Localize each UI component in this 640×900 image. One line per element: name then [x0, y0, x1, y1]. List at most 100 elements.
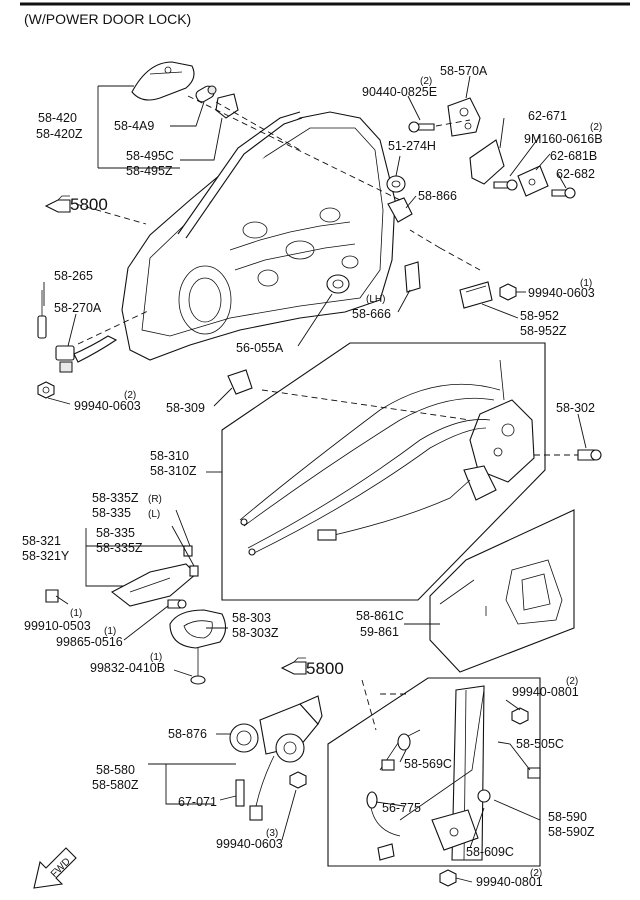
- latch-group-box: [221, 342, 546, 601]
- label-99910-0503: 99910-0503: [24, 619, 91, 633]
- label-58-335Z-r: 58-335Z: [92, 491, 139, 505]
- label-58-866: 58-866: [418, 189, 457, 203]
- screw-58-505C: [527, 767, 541, 779]
- label-58-335Z: 58-335Z: [96, 541, 143, 555]
- label-qty: (2): [420, 76, 432, 87]
- label-qty: (2): [124, 390, 136, 401]
- label-99940-0801: 99940-0801: [476, 875, 543, 889]
- label-qty: (2): [530, 868, 542, 879]
- label-56-775: 56-775: [382, 801, 421, 815]
- diagram-title: (W/POWER DOOR LOCK): [24, 11, 191, 27]
- door-latch: [463, 359, 535, 501]
- screw-58-302: [577, 449, 602, 461]
- striker: [447, 97, 481, 137]
- label-58-570A: 58-570A: [440, 64, 488, 78]
- label-58-335: 58-335: [96, 526, 135, 540]
- label-58-303: 58-303: [232, 611, 271, 625]
- nut-left: [37, 381, 55, 399]
- nut-99940-0801-top: [511, 707, 529, 725]
- label-58-420Z: 58-420Z: [36, 127, 83, 141]
- label-62-671: 62-671: [528, 109, 567, 123]
- label-58-952Z: 58-952Z: [520, 324, 567, 338]
- label-58-580: 58-580: [96, 763, 135, 777]
- label-qty: (1): [580, 278, 592, 289]
- label-58-265: 58-265: [54, 269, 93, 283]
- label-58-580Z: 58-580Z: [92, 778, 139, 792]
- label-58-495C: 58-495C: [126, 149, 174, 163]
- lock-rods: [239, 383, 501, 556]
- outer-handle: [131, 61, 195, 101]
- label-51-274H: 51-274H: [388, 139, 436, 153]
- window-regulator: [369, 685, 491, 861]
- door-panel: [121, 111, 396, 361]
- label-58-335-l: 58-335: [92, 506, 131, 520]
- handle-bracket: [215, 93, 239, 119]
- label-58-569C: 58-569C: [404, 757, 452, 771]
- label-58-876: 58-876: [168, 727, 207, 741]
- label-9M160-0616B: 9M160-0616B: [524, 132, 603, 146]
- label-58-321: 58-321: [22, 534, 61, 548]
- clip-67-071: [235, 779, 245, 807]
- label-99940-0603: 99940-0603: [74, 399, 141, 413]
- weatherstrip-58-952: [459, 281, 493, 309]
- regulator-cable-parts: [366, 733, 411, 861]
- label-58-321Y: 58-321Y: [22, 549, 70, 563]
- motor-wire: [249, 755, 275, 821]
- label-99940-0801: 99940-0801: [512, 685, 579, 699]
- forward-arrow: [33, 847, 77, 889]
- label-qty: (2): [590, 122, 602, 133]
- bolt-62-682: [551, 187, 576, 199]
- screw-99910: [45, 589, 59, 603]
- label-59-861: 59-861: [360, 625, 399, 639]
- label-58-666: 58-666: [352, 307, 391, 321]
- label-58-590Z: 58-590Z: [548, 825, 595, 839]
- label-58-270A: 58-270A: [54, 301, 102, 315]
- label-qty: (3): [266, 828, 278, 839]
- label-99832-0410B: 99832-0410B: [90, 661, 165, 675]
- nut-99940-0603-bottom: [289, 771, 307, 789]
- label-58-4A9: 58-4A9: [114, 119, 154, 133]
- screw-99865: [167, 599, 187, 609]
- label-58-952: 58-952: [520, 309, 559, 323]
- label-58-310Z: 58-310Z: [150, 464, 197, 478]
- label-qty: (2): [566, 676, 578, 687]
- stopper-62-681B: [517, 165, 549, 197]
- wiring-harness: [37, 290, 118, 373]
- label-qty: (1): [150, 652, 162, 663]
- label-58-495Z: 58-495Z: [126, 164, 173, 178]
- label-58-303Z: 58-303Z: [232, 626, 279, 640]
- label-58-302: 58-302: [556, 401, 595, 415]
- door-trim-panel: [429, 509, 575, 673]
- label-l: (L): [148, 509, 160, 520]
- label-qty: (1): [104, 626, 116, 637]
- label-67-071: 67-071: [178, 795, 217, 809]
- label-90440-0825E: 90440-0825E: [362, 85, 437, 99]
- label-58-310: 58-310: [150, 449, 189, 463]
- bolt-90440: [408, 121, 435, 133]
- reference-hand-icon-bottom: [280, 657, 307, 675]
- motor-assembly: [229, 695, 323, 763]
- label-58-420: 58-420: [38, 111, 77, 125]
- label-99940-0603: 99940-0603: [528, 286, 595, 300]
- nut-right: [499, 283, 517, 301]
- screw-99832: [190, 648, 206, 685]
- label-62-682: 62-682: [556, 167, 595, 181]
- regulator-group-box: [327, 677, 541, 867]
- grommet-56-055A: [326, 274, 350, 294]
- label-62-681B: 62-681B: [550, 149, 597, 163]
- reference-hand-icon: [44, 195, 71, 213]
- label-56-055A: 56-055A: [236, 341, 284, 355]
- clip-58-866: [387, 197, 413, 223]
- screw-9M160: [493, 179, 518, 191]
- label-58-590: 58-590: [548, 810, 587, 824]
- pad-58-666: [404, 261, 421, 293]
- label-qty: (1): [70, 608, 82, 619]
- grommet-51-274H: [386, 175, 406, 193]
- ref-5800-bottom: 5800: [306, 659, 344, 678]
- label-lh: (LH): [366, 294, 385, 305]
- label-99940-0603: 99940-0603: [216, 837, 283, 851]
- label-58-609C: 58-609C: [466, 845, 514, 859]
- label-r: (R): [148, 494, 162, 505]
- inner-handle-bezel: [169, 609, 227, 649]
